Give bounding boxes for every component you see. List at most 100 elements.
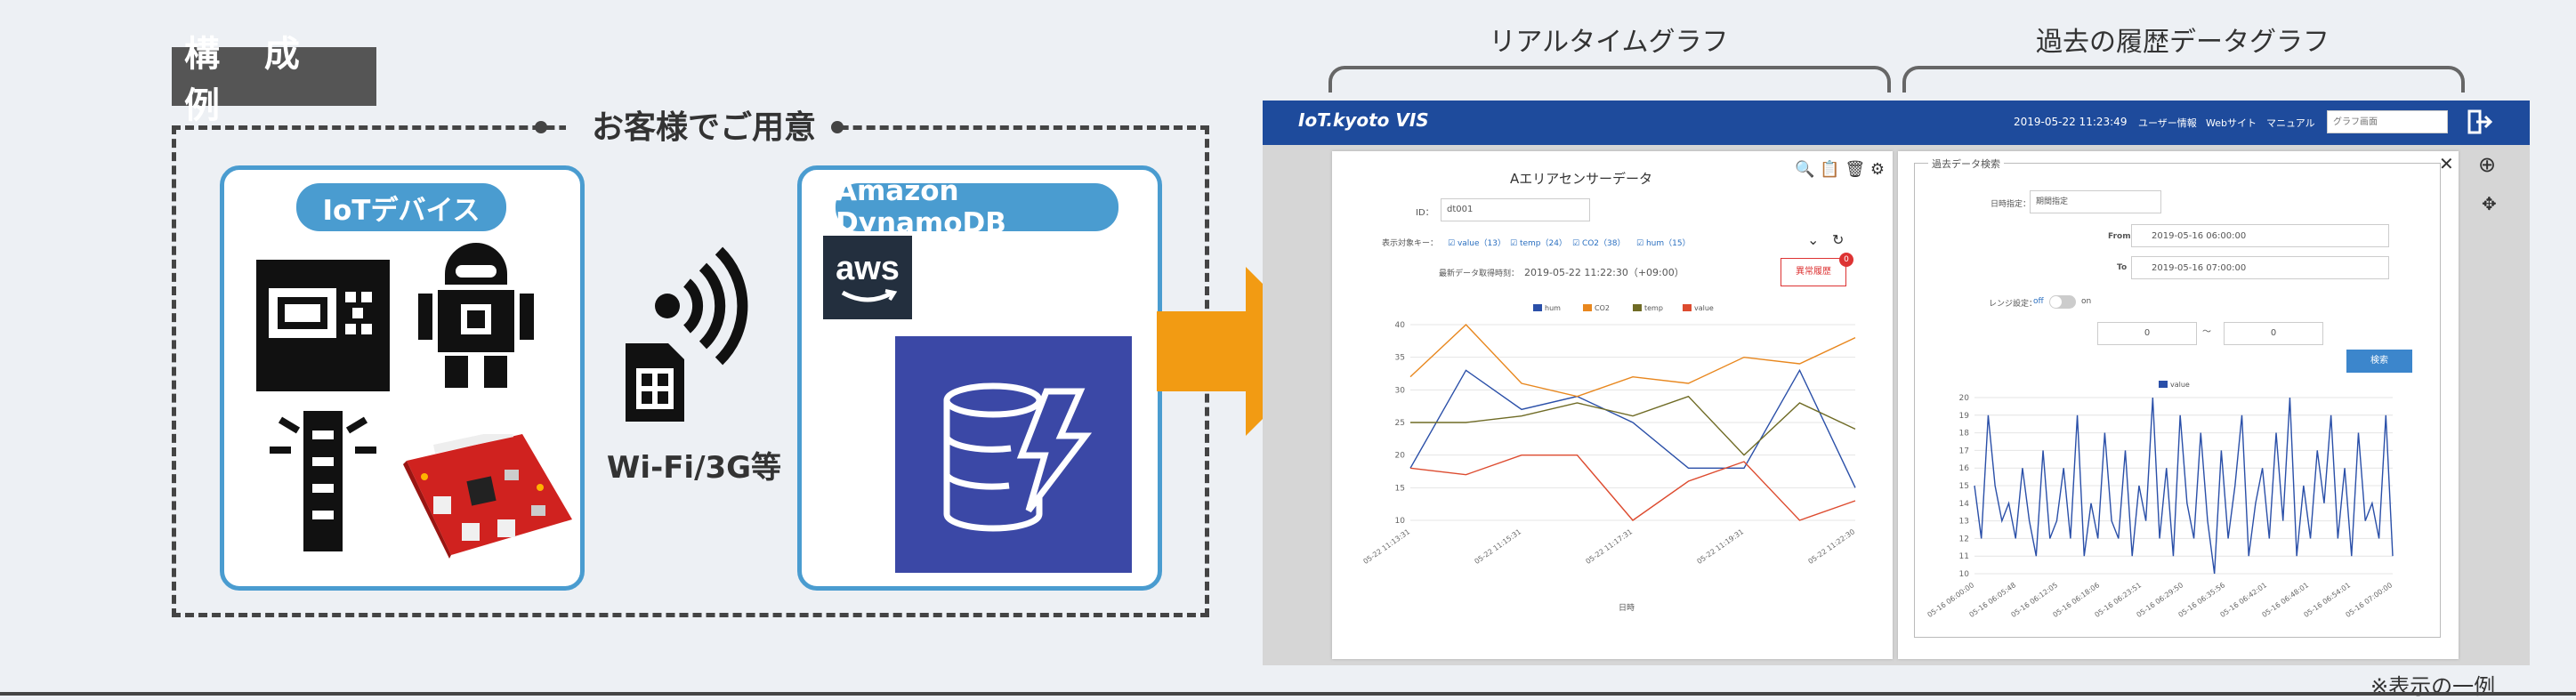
realtime-brace xyxy=(1328,66,1891,93)
y-tick-label: 40 xyxy=(1395,321,1406,330)
trash-icon[interactable]: 🗑 xyxy=(1845,160,1866,179)
graph-screen-select[interactable] xyxy=(2327,110,2448,133)
toggle-on-label: on xyxy=(2081,297,2092,306)
legend-swatch xyxy=(1533,304,1542,311)
refresh-icon[interactable]: ↻ xyxy=(1832,231,1845,248)
range-label: レンジ設定： xyxy=(1989,300,2038,309)
circuit-board-image xyxy=(398,428,576,562)
history-graph-card: 過去データ検索 ✕ 日時指定： 期間指定 From 2019-05-16 06:… xyxy=(1898,151,2459,659)
key-value-check[interactable]: ☑ value（13） xyxy=(1448,239,1506,248)
key-hum-check[interactable]: ☑ hum（15） xyxy=(1636,239,1691,248)
key-co2-label: CO2（38） xyxy=(1581,239,1626,248)
y-tick-label: 13 xyxy=(1959,518,1969,527)
alert-count-badge: 0 xyxy=(1839,253,1853,267)
key-temp-label: temp（24） xyxy=(1519,239,1567,248)
aws-logo: aws xyxy=(823,236,912,319)
id-select[interactable]: dt001 xyxy=(1441,198,1590,221)
y-tick-label: 30 xyxy=(1395,386,1406,395)
key-co2-check[interactable]: ☑ CO2（38） xyxy=(1572,239,1626,248)
nav-user-info[interactable]: ユーザー情報 xyxy=(2138,117,2197,129)
y-tick-label: 10 xyxy=(1395,517,1406,526)
y-tick-label: 15 xyxy=(1395,484,1405,493)
legend-swatch xyxy=(1683,304,1692,311)
to-field[interactable]: 2019-05-16 07:00:00 xyxy=(2131,256,2389,279)
dynamodb-label: Amazon DynamoDB xyxy=(836,175,1118,239)
key-temp-check[interactable]: ☑ temp（24） xyxy=(1510,239,1567,248)
x-tick-label: 05-22 11:13:31 xyxy=(1361,527,1411,566)
series-line-CO2 xyxy=(1409,324,1856,398)
y-tick-label: 20 xyxy=(1959,394,1970,403)
alert-history-button[interactable]: 異常履歴 xyxy=(1781,258,1846,286)
add-graph-icon[interactable]: ⊕ xyxy=(2478,152,2497,177)
realtime-caption: リアルタイムグラフ xyxy=(1489,27,1729,58)
realtime-toolbar: 🔍 📋 🗑 ⚙ xyxy=(1795,160,1885,179)
app-logo[interactable]: IoT.kyoto VIS xyxy=(1298,109,1429,131)
legend-swatch xyxy=(1633,304,1642,311)
legend-label: value xyxy=(2170,381,2190,389)
clipboard-icon[interactable]: 📋 xyxy=(1820,160,1840,179)
nav-website[interactable]: Webサイト xyxy=(2206,117,2257,129)
move-icon[interactable]: ✥ xyxy=(2482,193,2497,214)
header-datetime: 2019-05-22 11:23:49 xyxy=(2014,116,2128,128)
x-tick-label: 05-22 11:19:31 xyxy=(1695,527,1745,566)
close-icon[interactable]: ✕ xyxy=(2439,153,2454,174)
series-line-hum xyxy=(1409,368,1856,488)
legend-swatch xyxy=(2159,381,2168,388)
legend-label: value xyxy=(1694,304,1714,312)
y-tick-label: 14 xyxy=(1959,500,1970,509)
period-label: 日時指定： xyxy=(1991,200,2031,209)
x-tick-label: 05-16 07:00:00 xyxy=(2344,581,2394,619)
latest-value: 2019-05-22 11:22:30（+09:00） xyxy=(1524,267,1684,278)
iot-devices-label: IoTデバイス xyxy=(296,183,506,231)
id-label: ID： xyxy=(1416,208,1434,218)
y-tick-label: 18 xyxy=(1959,430,1970,439)
chevron-down-icon[interactable]: ⌄ xyxy=(1807,231,1820,248)
period-select[interactable]: 期間指定 xyxy=(2030,190,2161,213)
y-tick-label: 20 xyxy=(1395,452,1406,461)
legend-label: temp xyxy=(1644,304,1663,312)
realtime-graph-card: Aエリアセンサーデータ 🔍 📋 🗑 ⚙ ID： dt001 表示対象キー： ☑ … xyxy=(1332,151,1893,659)
y-tick-label: 10 xyxy=(1959,570,1970,579)
to-label: To xyxy=(2117,263,2128,272)
range-tilde: 〜 xyxy=(2202,327,2211,337)
y-tick-label: 16 xyxy=(1959,464,1970,473)
label-dot-right xyxy=(831,121,844,133)
gateway-device-icon xyxy=(256,260,390,397)
key-hum-label: hum（15） xyxy=(1645,239,1691,248)
bottom-rule xyxy=(0,692,2576,696)
dynamodb-icon xyxy=(895,336,1132,573)
sim-card-icon xyxy=(626,343,684,425)
latest-label: 最新データ取得時刻： xyxy=(1439,270,1520,278)
label-dot-left xyxy=(535,121,547,133)
y-tick-label: 12 xyxy=(1959,535,1969,543)
from-field[interactable]: 2019-05-16 06:00:00 xyxy=(2131,224,2389,247)
app-screenshot: IoT.kyoto VIS 2019-05-22 11:23:49 ユーザー情報… xyxy=(1263,101,2530,665)
from-label: From xyxy=(2108,232,2131,241)
search-button[interactable]: 検索 xyxy=(2346,350,2412,373)
key-value-label: value（13） xyxy=(1457,239,1506,248)
gear-icon[interactable]: ⚙ xyxy=(1869,160,1886,179)
series-line-value xyxy=(1974,397,2394,575)
legend-swatch xyxy=(1583,304,1592,311)
y-tick-label: 11 xyxy=(1959,552,1969,561)
range-min-input[interactable]: 0 xyxy=(2097,322,2197,345)
x-tick-label: 05-22 11:17:31 xyxy=(1584,527,1634,566)
legend-label: CO2 xyxy=(1595,304,1610,312)
range-toggle[interactable] xyxy=(2049,295,2076,309)
nav-manual[interactable]: マニュアル xyxy=(2266,117,2315,129)
robot-icon xyxy=(418,238,534,393)
x-tick-label: 05-22 11:15:31 xyxy=(1473,527,1522,566)
y-tick-label: 15 xyxy=(1959,482,1969,491)
x-tick-label: 05-22 11:22:30 xyxy=(1806,527,1856,566)
customer-prep-label: お客様でご用意 xyxy=(566,100,842,149)
aws-logo-text: aws xyxy=(836,250,900,287)
connectivity-label: Wi-Fi/3G等 xyxy=(606,450,782,486)
range-max-input[interactable]: 0 xyxy=(2224,322,2323,345)
app-header: IoT.kyoto VIS 2019-05-22 11:23:49 ユーザー情報… xyxy=(1263,101,2530,145)
history-caption: 過去の履歴データグラフ xyxy=(2036,27,2330,58)
legend-label: hum xyxy=(1545,304,1561,312)
logout-icon[interactable] xyxy=(2466,109,2493,135)
search-icon[interactable]: 🔍 xyxy=(1795,160,1815,179)
